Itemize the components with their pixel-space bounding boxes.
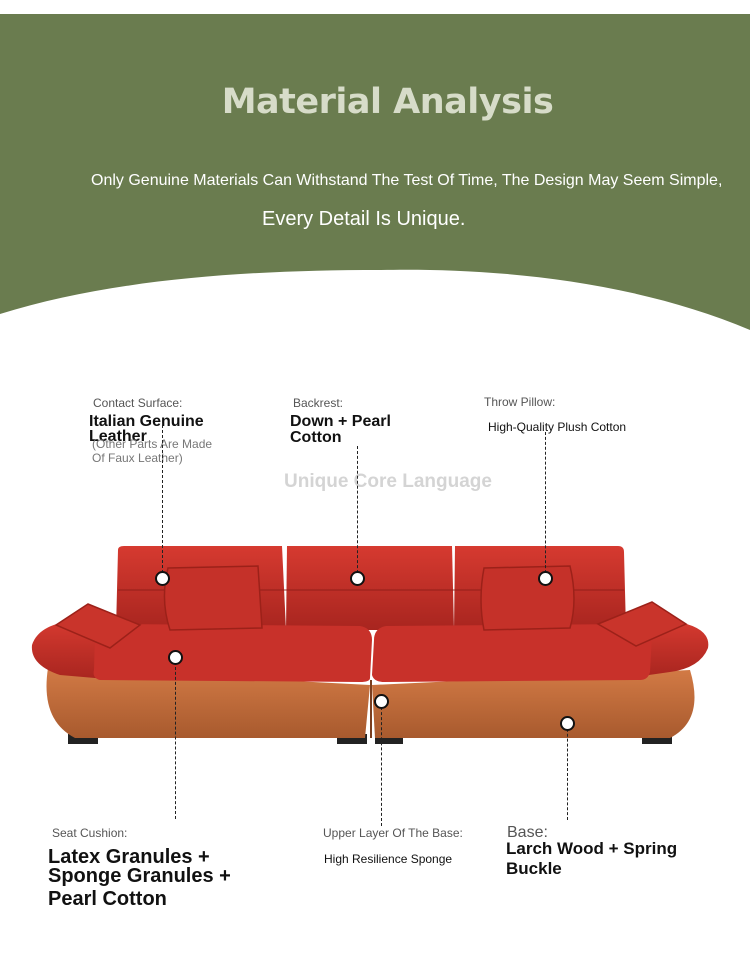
header-background [0, 14, 750, 330]
leader-line-contact-surface [162, 420, 163, 578]
backrest-value-2: Cotton [290, 429, 342, 446]
leader-line-seat-cushion [175, 657, 176, 819]
seat-cushion-label: Seat Cushion: [52, 826, 128, 840]
base-value-1: Larch Wood + Spring [506, 839, 678, 858]
backrest-label: Backrest: [293, 396, 344, 410]
leader-line-throw-pillow [545, 432, 546, 578]
upper-base-value: High Resilience Sponge [324, 852, 453, 866]
seat-cushion-value-1: Latex Granules + [48, 846, 210, 868]
backrest-value-1: Down + Pearl [290, 413, 391, 430]
marker-dot-base [560, 716, 575, 731]
leader-line-base [567, 724, 568, 820]
contact-surface-value-2: Leather [89, 428, 147, 445]
base-label: Base: [507, 824, 548, 841]
contact-surface-note-1: (Other Parts Are Made [92, 437, 213, 451]
contact-surface-label: Contact Surface: [93, 396, 183, 410]
throw-pillow-label: Throw Pillow: [484, 395, 556, 409]
contact-surface-value-1: Italian Genuine [89, 413, 204, 430]
marker-dot-contact-surface [155, 571, 170, 586]
leader-line-upper-base [381, 702, 382, 826]
leader-line-backrest [357, 446, 358, 578]
sofa-illustration [31, 546, 709, 744]
top-white-strip [0, 0, 750, 14]
watermark-text: Unique Core Language [284, 471, 492, 492]
page-title: Material Analysis [221, 82, 554, 122]
throw-pillow-value: High-Quality Plush Cotton [488, 420, 627, 434]
marker-dot-throw-pillow [538, 571, 553, 586]
marker-dot-seat-cushion [168, 650, 183, 665]
base-value-2: Buckle [506, 859, 562, 878]
marker-dot-upper-base [374, 694, 389, 709]
seat-cushion-value-2: Sponge Granules + [48, 865, 231, 887]
seat-cushion-value-3: Pearl Cotton [48, 888, 167, 910]
upper-base-label: Upper Layer Of The Base: [323, 826, 463, 840]
marker-dot-backrest [350, 571, 365, 586]
subtitle-line-2: Every Detail Is Unique. [262, 208, 466, 230]
subtitle-line-1: Only Genuine Materials Can Withstand The… [91, 172, 723, 189]
contact-surface-note-2: Of Faux Leather) [92, 451, 183, 465]
